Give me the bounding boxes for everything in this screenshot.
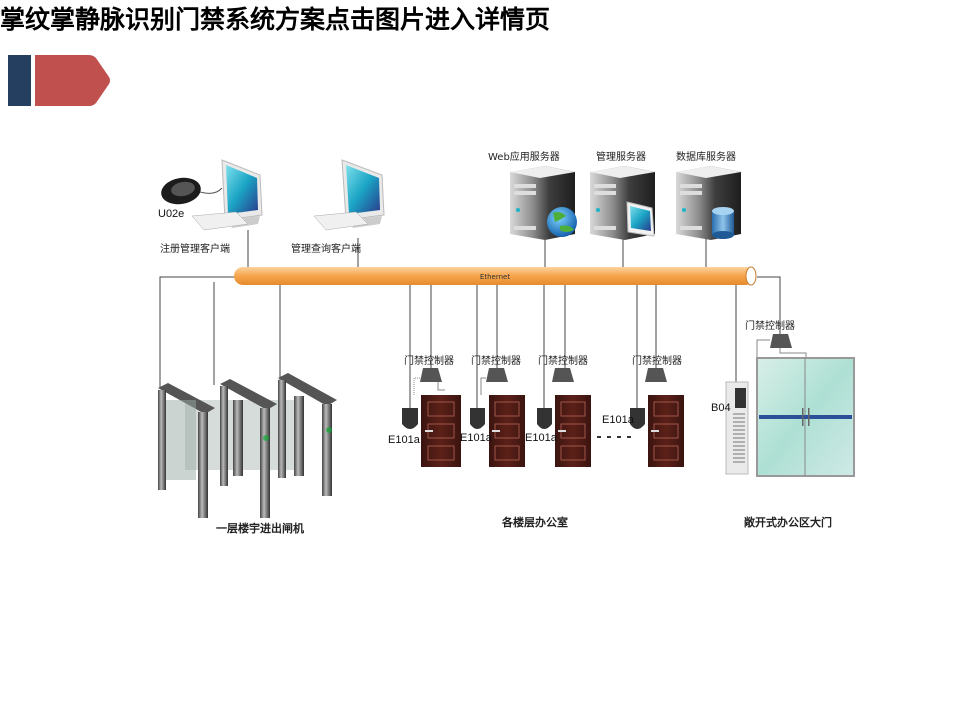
controller-label: 门禁控制器 [471, 356, 521, 367]
ethernet-backbone: Ethernet [234, 266, 757, 286]
controller-icon [486, 368, 508, 382]
client-label-query: 管理查询客户端 [291, 244, 361, 255]
server-label-database: 数据库服务器 [676, 152, 736, 163]
reader-model-label: E101a [460, 432, 492, 444]
main-door-caption: 敞开式办公区大门 [744, 516, 832, 529]
query-client[interactable] [313, 159, 385, 231]
registration-client[interactable] [159, 159, 263, 231]
network-cables [159, 230, 781, 408]
b04-reader-icon [725, 381, 749, 475]
page-title[interactable]: 掌纹掌静脉识别门禁系统方案点击图片进入详情页 [0, 5, 551, 34]
ethernet-label: Ethernet [480, 273, 510, 281]
controller-label: 门禁控制器 [632, 356, 682, 367]
client-label-registration: 注册管理客户端 [160, 244, 230, 255]
office-door-unit[interactable] [537, 368, 591, 467]
main-door-controller-label: 门禁控制器 [745, 321, 795, 332]
controller-label: 门禁控制器 [404, 356, 454, 367]
palm-reader-icon [537, 408, 552, 429]
desktop-computer-icon [313, 159, 385, 231]
controller-icon [645, 368, 667, 382]
desktop-computer-icon [191, 159, 263, 231]
database-server[interactable] [676, 166, 741, 240]
web-server[interactable] [510, 166, 577, 240]
office-door-unit[interactable] [630, 368, 684, 467]
database-icon [712, 207, 734, 239]
office-door-unit[interactable] [470, 368, 525, 467]
gate-unit [278, 373, 337, 496]
header-accent-arrow [35, 55, 110, 106]
server-label-web: Web应用服务器 [488, 152, 560, 163]
controller-icon [552, 368, 574, 382]
office-door-unit[interactable] [402, 368, 461, 467]
palm-scanner-icon [161, 177, 223, 205]
gate-unit [220, 379, 277, 518]
gate-unit [158, 383, 215, 518]
scanner-model-label: U02e [158, 208, 185, 220]
header-accent-bar [8, 55, 31, 106]
controller-icon [420, 368, 442, 382]
gates-caption: 一层楼宇进出闸机 [216, 522, 304, 535]
b04-model-label: B04 [711, 402, 731, 414]
reader-model-label: E101a [602, 414, 634, 426]
main-glass-door[interactable] [725, 334, 855, 477]
globe-icon [547, 207, 577, 237]
turnstile-gates[interactable] [158, 373, 337, 518]
controller-icon [770, 334, 792, 348]
controller-label: 门禁控制器 [538, 356, 588, 367]
management-server[interactable] [590, 166, 655, 240]
palm-reader-icon [470, 408, 485, 429]
palm-reader-icon [630, 408, 645, 429]
palm-reader-icon [402, 408, 418, 429]
reader-model-label: E101a [525, 432, 557, 444]
ellipsis-dots [597, 436, 631, 438]
reader-model-label: E101a [388, 434, 420, 446]
server-label-management: 管理服务器 [596, 152, 646, 163]
monitor-icon [626, 201, 655, 237]
offices-caption: 各楼层办公室 [502, 516, 568, 529]
